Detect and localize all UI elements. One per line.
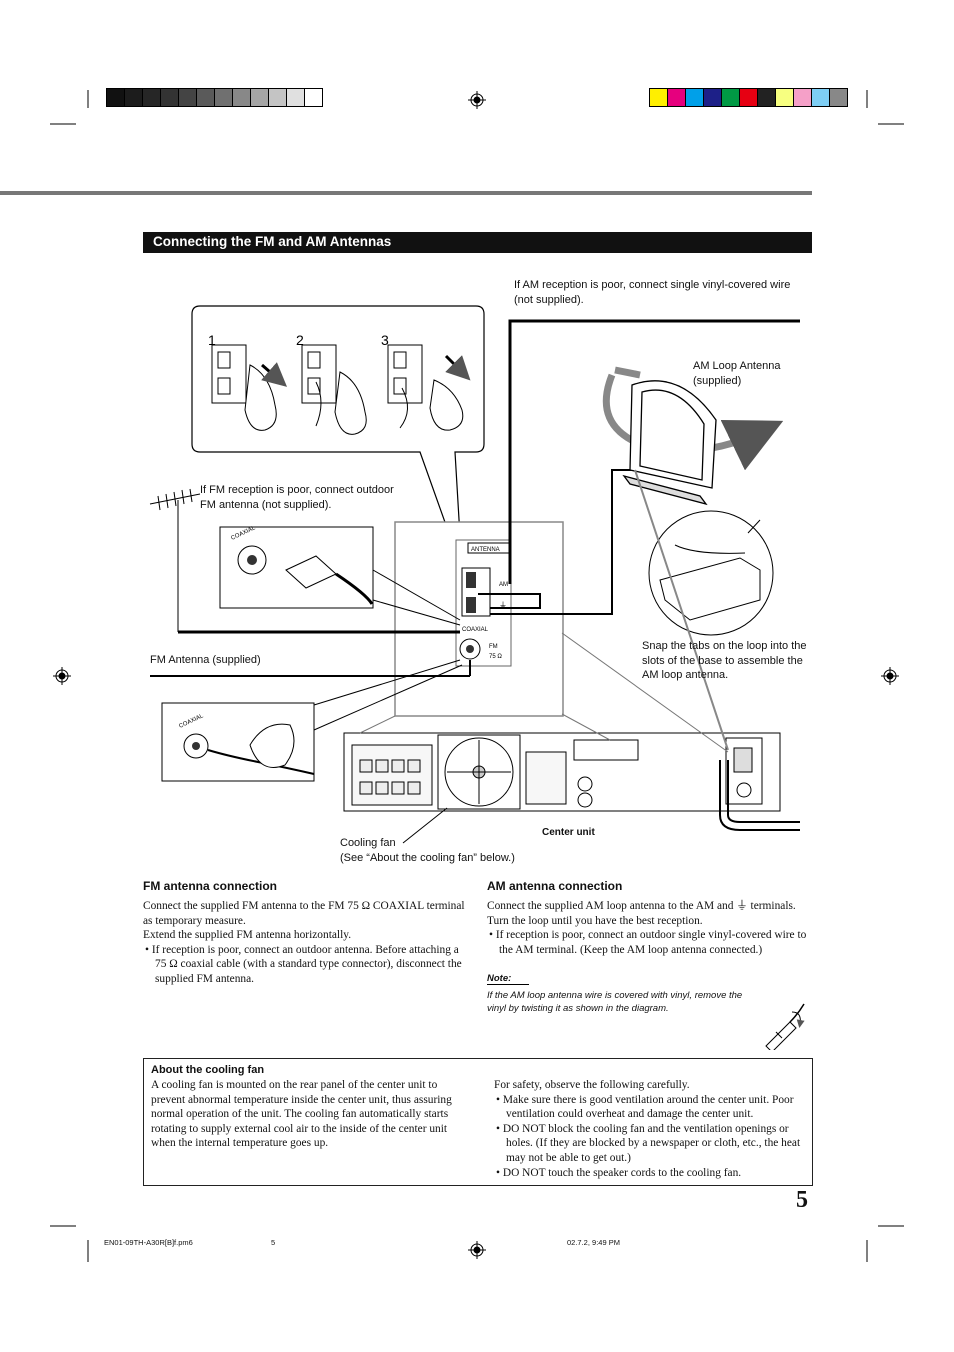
am-loop-antenna (622, 380, 717, 506)
panel-antenna-label: ANTENNA (471, 547, 500, 553)
registration-mark-bottom (468, 1241, 486, 1259)
color-swatch (214, 88, 233, 107)
color-swatch (721, 88, 740, 107)
footer-date: 02.7.2, 9:49 PM (567, 1238, 620, 1247)
cooling-box-intro: For safety, observe the following carefu… (494, 1079, 690, 1091)
fm-para-2: Extend the supplied FM antenna horizonta… (143, 929, 352, 942)
am-poor-reception-note: If AM reception is poor, connect single … (514, 279, 791, 306)
registration-mark-left (53, 667, 71, 685)
am-connection-section: AM antenna connection Connect the suppli… (487, 879, 809, 1015)
color-swatch (196, 88, 215, 107)
cooling-bullet-3: • DO NOT touch the speaker cords to the … (496, 1166, 742, 1179)
section-header: Connecting the FM and AM Antennas (143, 232, 812, 253)
footer-page: 5 (271, 1238, 276, 1247)
color-swatch (757, 88, 776, 107)
step-number-2: 2 (296, 332, 304, 348)
page-number: 5 (796, 1187, 808, 1213)
top-rule (0, 191, 812, 195)
fm-bullet-1: • If reception is poor, connect an outdo… (145, 943, 462, 985)
color-swatch (106, 88, 125, 107)
fm-section-heading: FM antenna connection (143, 879, 278, 893)
note-text: If the AM loop antenna wire is covered w… (487, 990, 743, 1015)
antenna-diagram: 1 2 3 ANTENNA AM ⏚ COAXIAL FM 75 Ω COAXI… (149, 305, 800, 844)
cooling-bullet-2-text: DO NOT block the cooling fan and the ven… (502, 1122, 801, 1164)
fm-para-1: Connect the supplied FM antenna to the F… (143, 900, 465, 927)
cooling-bullet-1-text: Make sure there is good ventilation arou… (502, 1093, 794, 1121)
cooling-fan-label: Cooling fan (See “About the cooling fan”… (340, 836, 540, 865)
color-swatch (268, 88, 287, 107)
cooling-fan-reference: (See “About the cooling fan” below.) (340, 851, 515, 864)
am-para-2: Turn the loop until you have the best re… (487, 914, 703, 927)
color-swatch (811, 88, 830, 107)
color-swatch (649, 88, 668, 107)
am-section-heading: AM antenna connection (487, 879, 623, 893)
svg-text:⏚: ⏚ (499, 601, 507, 610)
cooling-fan-box: About the cooling fan A cooling fan is m… (143, 1058, 813, 1186)
color-swatch (142, 88, 161, 107)
panel-fm-label: FM (489, 644, 498, 650)
outdoor-fm-antenna (149, 488, 201, 632)
cooling-bullet-3-text: DO NOT touch the speaker cords to the co… (502, 1166, 742, 1179)
color-swatch (232, 88, 251, 107)
color-swatch (703, 88, 722, 107)
cooling-box-title: About the cooling fan (151, 1064, 265, 1076)
color-swatch (667, 88, 686, 107)
section-title: Connecting the FM and AM Antennas (153, 234, 392, 249)
footer-file: EN01-09TH-A30R[B]f.pm6 (104, 1238, 193, 1247)
color-swatch (685, 88, 704, 107)
am-bullet-1: • If reception is poor, connect an outdo… (489, 929, 807, 956)
step-number-3: 3 (381, 332, 389, 348)
panel-coaxial-label: COAXIAL (462, 627, 489, 633)
cooling-box-right: For safety, observe the following carefu… (494, 1078, 806, 1180)
fm-antenna-label: FM Antenna (supplied) (150, 654, 261, 666)
am-bullet-1-text: If reception is poor, connect an outdoor… (495, 929, 807, 956)
step-number-1: 1 (208, 332, 216, 348)
center-unit-label: Center unit (542, 827, 595, 838)
cooling-bullet-2: • DO NOT block the cooling fan and the v… (496, 1122, 801, 1164)
registration-mark-right (881, 667, 899, 685)
color-swatch (829, 88, 848, 107)
fm-bullet-1-text: If reception is poor, connect an outdoor… (151, 943, 462, 985)
cooling-bullet-1: • Make sure there is good ventilation ar… (496, 1093, 794, 1121)
fm-connection-section: FM antenna connection Connect the suppli… (143, 879, 465, 987)
terminal-step-3 (387, 344, 464, 431)
panel-am-label: AM (499, 582, 508, 588)
snap-tabs-note: Snap the tabs on the loop into the slots… (642, 640, 807, 681)
color-swatch (739, 88, 758, 107)
color-swatch (286, 88, 305, 107)
color-swatch (178, 88, 197, 107)
terminal-step-1 (211, 344, 277, 431)
note-label: Note: (487, 973, 529, 986)
color-swatch (304, 88, 323, 107)
am-loop-antenna-label: AM Loop Antenna (supplied) (693, 360, 781, 387)
fm-poor-reception-note: If FM reception is poor, connect outdoor… (200, 484, 394, 511)
color-swatch (124, 88, 143, 107)
terminal-step-2 (301, 344, 367, 435)
center-unit-rear (343, 732, 781, 812)
wire-twist-icon (765, 1003, 805, 1050)
registration-mark-top (468, 91, 486, 109)
am-para-1: Connect the supplied AM loop antenna to … (487, 900, 796, 912)
color-swatch (775, 88, 794, 107)
color-swatch (793, 88, 812, 107)
cooling-box-left-text: A cooling fan is mounted on the rear pan… (151, 1079, 452, 1150)
cooling-fan-text: Cooling fan (340, 837, 396, 849)
color-swatch (250, 88, 269, 107)
panel-ohm-label: 75 Ω (489, 654, 502, 660)
color-swatch (160, 88, 179, 107)
